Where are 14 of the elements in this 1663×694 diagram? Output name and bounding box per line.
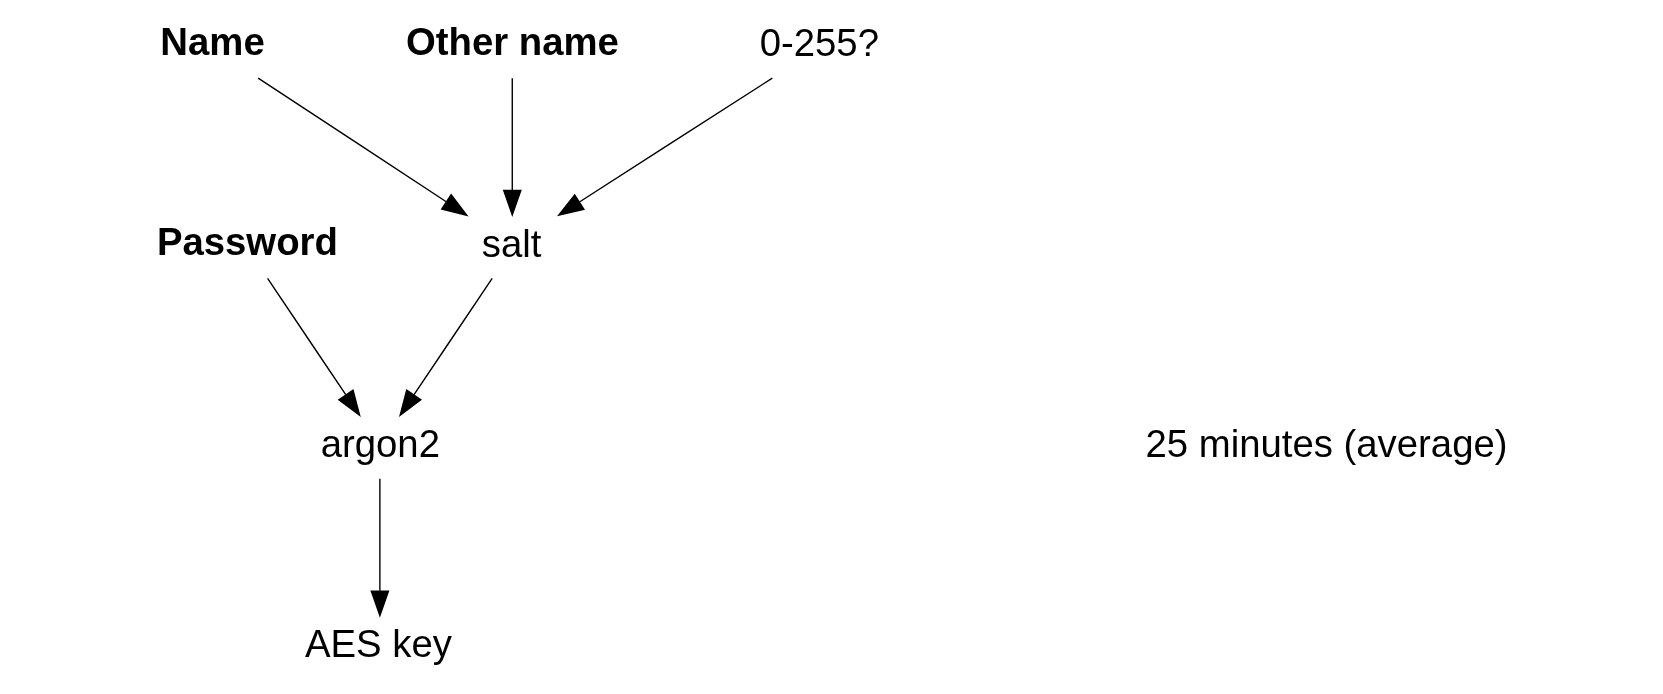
arrow bbox=[370, 478, 390, 618]
node-text: argon2 bbox=[320, 421, 440, 465]
arrow bbox=[266, 277, 361, 417]
arrow bbox=[399, 277, 493, 417]
arrow bbox=[557, 77, 773, 217]
arrow bbox=[257, 77, 469, 217]
label: 25 minutes (average) bbox=[1145, 421, 1508, 465]
node-text: 0-255? bbox=[759, 21, 879, 65]
arrow bbox=[502, 77, 522, 218]
node-text: AES key bbox=[304, 622, 452, 666]
node-text: Other name bbox=[406, 19, 619, 63]
node-text: salt bbox=[481, 221, 542, 265]
node-text: Name bbox=[160, 19, 265, 63]
node-text: Password bbox=[156, 219, 338, 263]
